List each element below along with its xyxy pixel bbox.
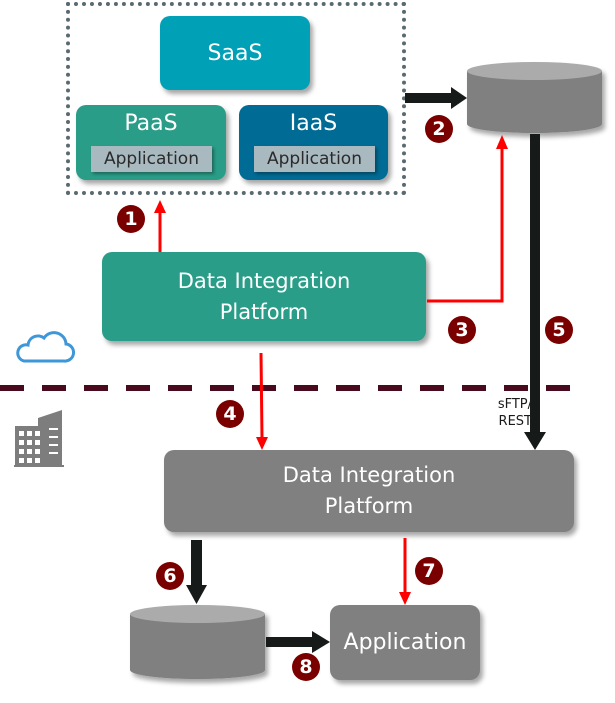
cloud-services-region [66,2,406,195]
onprem-integration-platform: Data Integration Platform [164,450,574,532]
iaas-label: IaaS [289,111,338,136]
onprem-application-label: Application [343,630,467,655]
paas-application-chip: Application [91,146,212,172]
saas-box: SaaS [160,16,310,90]
arrow-step-4 [256,352,268,450]
step-badge-3: 3 [448,316,476,344]
onprem-database [130,605,265,679]
cloud-database [467,62,602,133]
arrow-step-2 [405,87,467,109]
protocol-label: sFTP/ REST [470,396,532,430]
cloud-icon [16,331,75,363]
building-icon [14,410,64,467]
step-badge-6: 6 [156,562,184,590]
step-badge-7: 7 [415,557,443,585]
step-badge-8: 8 [292,653,320,681]
step-badge-2: 2 [425,115,453,143]
onprem-integration-platform-line1: Data Integration [282,463,456,487]
saas-label: SaaS [207,40,263,66]
cloud-integration-platform: Data Integration Platform [102,252,426,341]
iaas-box: IaaS Application [239,105,388,180]
arrow-step-6 [186,540,207,604]
arrow-step-1 [154,200,166,252]
step-badge-5: 5 [545,316,573,344]
arrow-step-5 [524,134,546,450]
step-badge-1: 1 [117,205,145,233]
onprem-application: Application [330,605,480,680]
arrow-step-7 [399,538,411,605]
iaas-application-chip: Application [254,146,375,172]
paas-box: PaaS Application [76,105,226,180]
onprem-integration-platform-line2: Platform [324,494,414,518]
cloud-integration-platform-line2: Platform [219,299,309,324]
protocol-label-line2: REST [498,414,532,429]
arrow-step-3 [427,135,508,303]
step-badge-4: 4 [216,400,244,428]
arrow-step-8 [266,631,330,653]
cloud-integration-platform-line1: Data Integration [177,268,351,293]
paas-label: PaaS [124,111,178,136]
protocol-label-line1: sFTP/ [497,397,532,412]
